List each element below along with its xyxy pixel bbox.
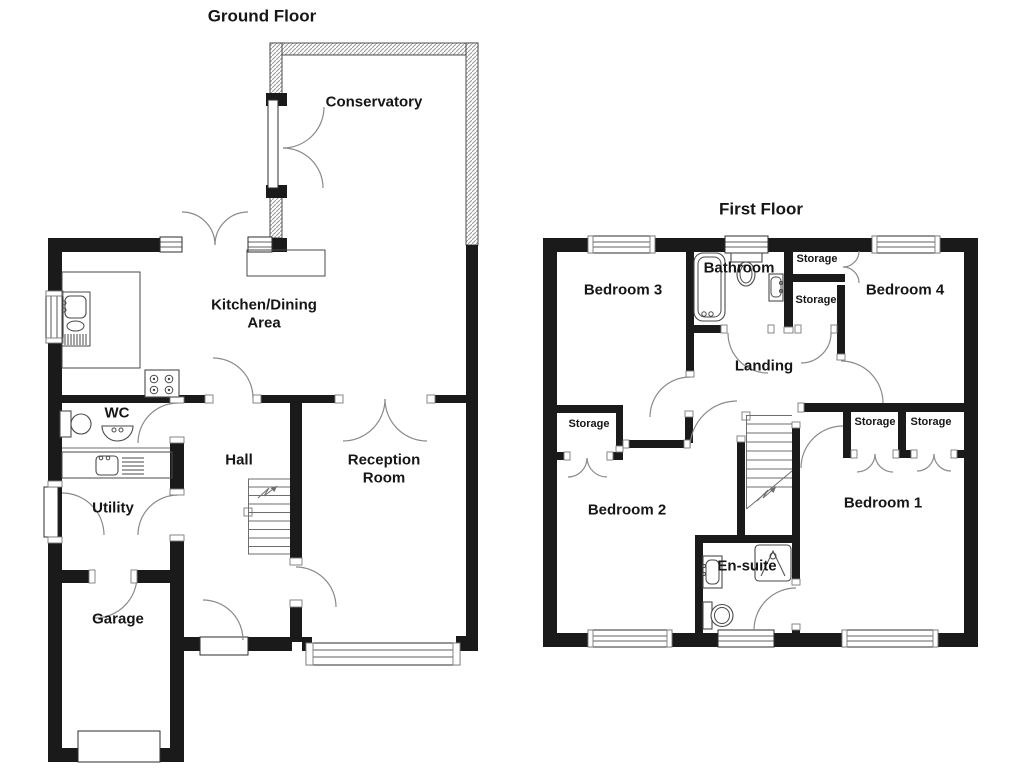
window — [717, 629, 775, 648]
door-arc — [137, 402, 179, 444]
room-label-reception-2: Room — [363, 470, 406, 487]
door-arc — [856, 453, 876, 473]
door-arc — [282, 147, 324, 189]
door-arc — [295, 566, 337, 608]
front-door-threshold — [199, 636, 249, 656]
first-windows — [587, 235, 941, 648]
door-arc — [94, 575, 138, 619]
room-label-storage-mid: Storage — [796, 294, 837, 306]
door-arc — [567, 457, 588, 478]
shower-fixture — [754, 544, 792, 582]
ground-staircase — [248, 478, 290, 555]
door-arc — [842, 266, 860, 284]
utility-door-threshold — [43, 486, 59, 538]
door-arc — [842, 250, 860, 268]
garage-door — [77, 730, 161, 763]
kitchen-sink-fixture — [61, 291, 91, 347]
door-arc — [874, 453, 894, 473]
ground-door-arcs — [61, 211, 428, 641]
window — [871, 235, 941, 254]
wc-toilet-fixture — [59, 410, 92, 438]
door-arc — [753, 587, 797, 631]
room-label-bedroom3: Bedroom 3 — [584, 282, 662, 299]
room-label-bathroom: Bathroom — [704, 260, 775, 277]
room-label-conservatory: Conservatory — [326, 94, 423, 111]
bathroom-toilet-fixture — [730, 252, 763, 287]
door-arc — [933, 453, 952, 472]
door-arc — [689, 400, 738, 449]
first-exterior-walls — [543, 238, 978, 647]
bathtub-fixture — [693, 252, 726, 322]
room-label-utility: Utility — [92, 500, 134, 517]
room-label-storage-bedroom1-right: Storage — [911, 416, 952, 428]
room-label-kitchen-dining-1: Kitchen/Dining — [211, 297, 317, 314]
bay-window — [305, 642, 461, 666]
room-label-bedroom2: Bedroom 2 — [588, 502, 666, 519]
hob-fixture — [144, 369, 180, 398]
window — [724, 235, 769, 254]
window — [159, 236, 183, 253]
door-arc — [649, 376, 691, 418]
first-interior-walls — [557, 252, 978, 637]
door-arc — [800, 425, 844, 469]
ensuite-basin-fixture — [702, 555, 723, 589]
door-arc — [282, 106, 325, 149]
conservatory-door-leaves — [267, 99, 279, 189]
room-label-hall: Hall — [225, 452, 253, 469]
door-arc — [214, 211, 249, 246]
room-label-wc: WC — [105, 405, 130, 422]
first-floor-title: First Floor — [719, 200, 803, 219]
window — [247, 236, 273, 253]
door-arc — [61, 492, 105, 536]
room-label-kitchen-dining-2: Area — [247, 315, 281, 332]
window — [841, 629, 939, 648]
door-arc — [384, 398, 428, 442]
room-label-landing: Landing — [735, 358, 793, 375]
door-arc — [202, 599, 244, 641]
window — [587, 629, 673, 648]
door-arc — [212, 357, 254, 399]
room-label-garage: Garage — [92, 611, 144, 628]
room-label-bedroom1: Bedroom 1 — [844, 495, 922, 512]
room-label-storage-bedroom1-left: Storage — [855, 416, 896, 428]
room-label-reception-1: Reception — [348, 452, 421, 469]
window — [587, 235, 656, 254]
room-label-ensuite: En-suite — [717, 558, 776, 575]
room-label-storage-top: Storage — [797, 253, 838, 265]
first-floor-plan: First Floor — [543, 200, 978, 648]
wc-basin-fixture — [101, 425, 134, 442]
door-arc — [181, 211, 216, 246]
room-label-bedroom4: Bedroom 4 — [866, 282, 945, 299]
ground-floor-title: Ground Floor — [208, 7, 317, 26]
conservatory-glazed-walls — [266, 42, 479, 252]
ground-floor-plan: Ground Floor — [43, 7, 479, 763]
first-staircase — [746, 415, 793, 510]
utility-sink-counter-fixture — [61, 451, 173, 479]
door-arc — [342, 398, 386, 442]
first-door-arcs — [567, 250, 952, 631]
door-arc — [840, 360, 884, 404]
door-arc — [137, 494, 179, 536]
room-label-storage-bedroom2: Storage — [569, 418, 610, 430]
ensuite-toilet-fixture — [702, 601, 734, 630]
door-arc — [800, 332, 832, 364]
door-arc — [586, 457, 608, 478]
ground-interior-walls — [48, 395, 466, 762]
ground-windows — [43, 236, 461, 763]
door-arc — [727, 332, 769, 374]
door-arc — [916, 453, 935, 472]
window — [45, 290, 64, 344]
bathroom-basin-fixture — [768, 273, 784, 302]
